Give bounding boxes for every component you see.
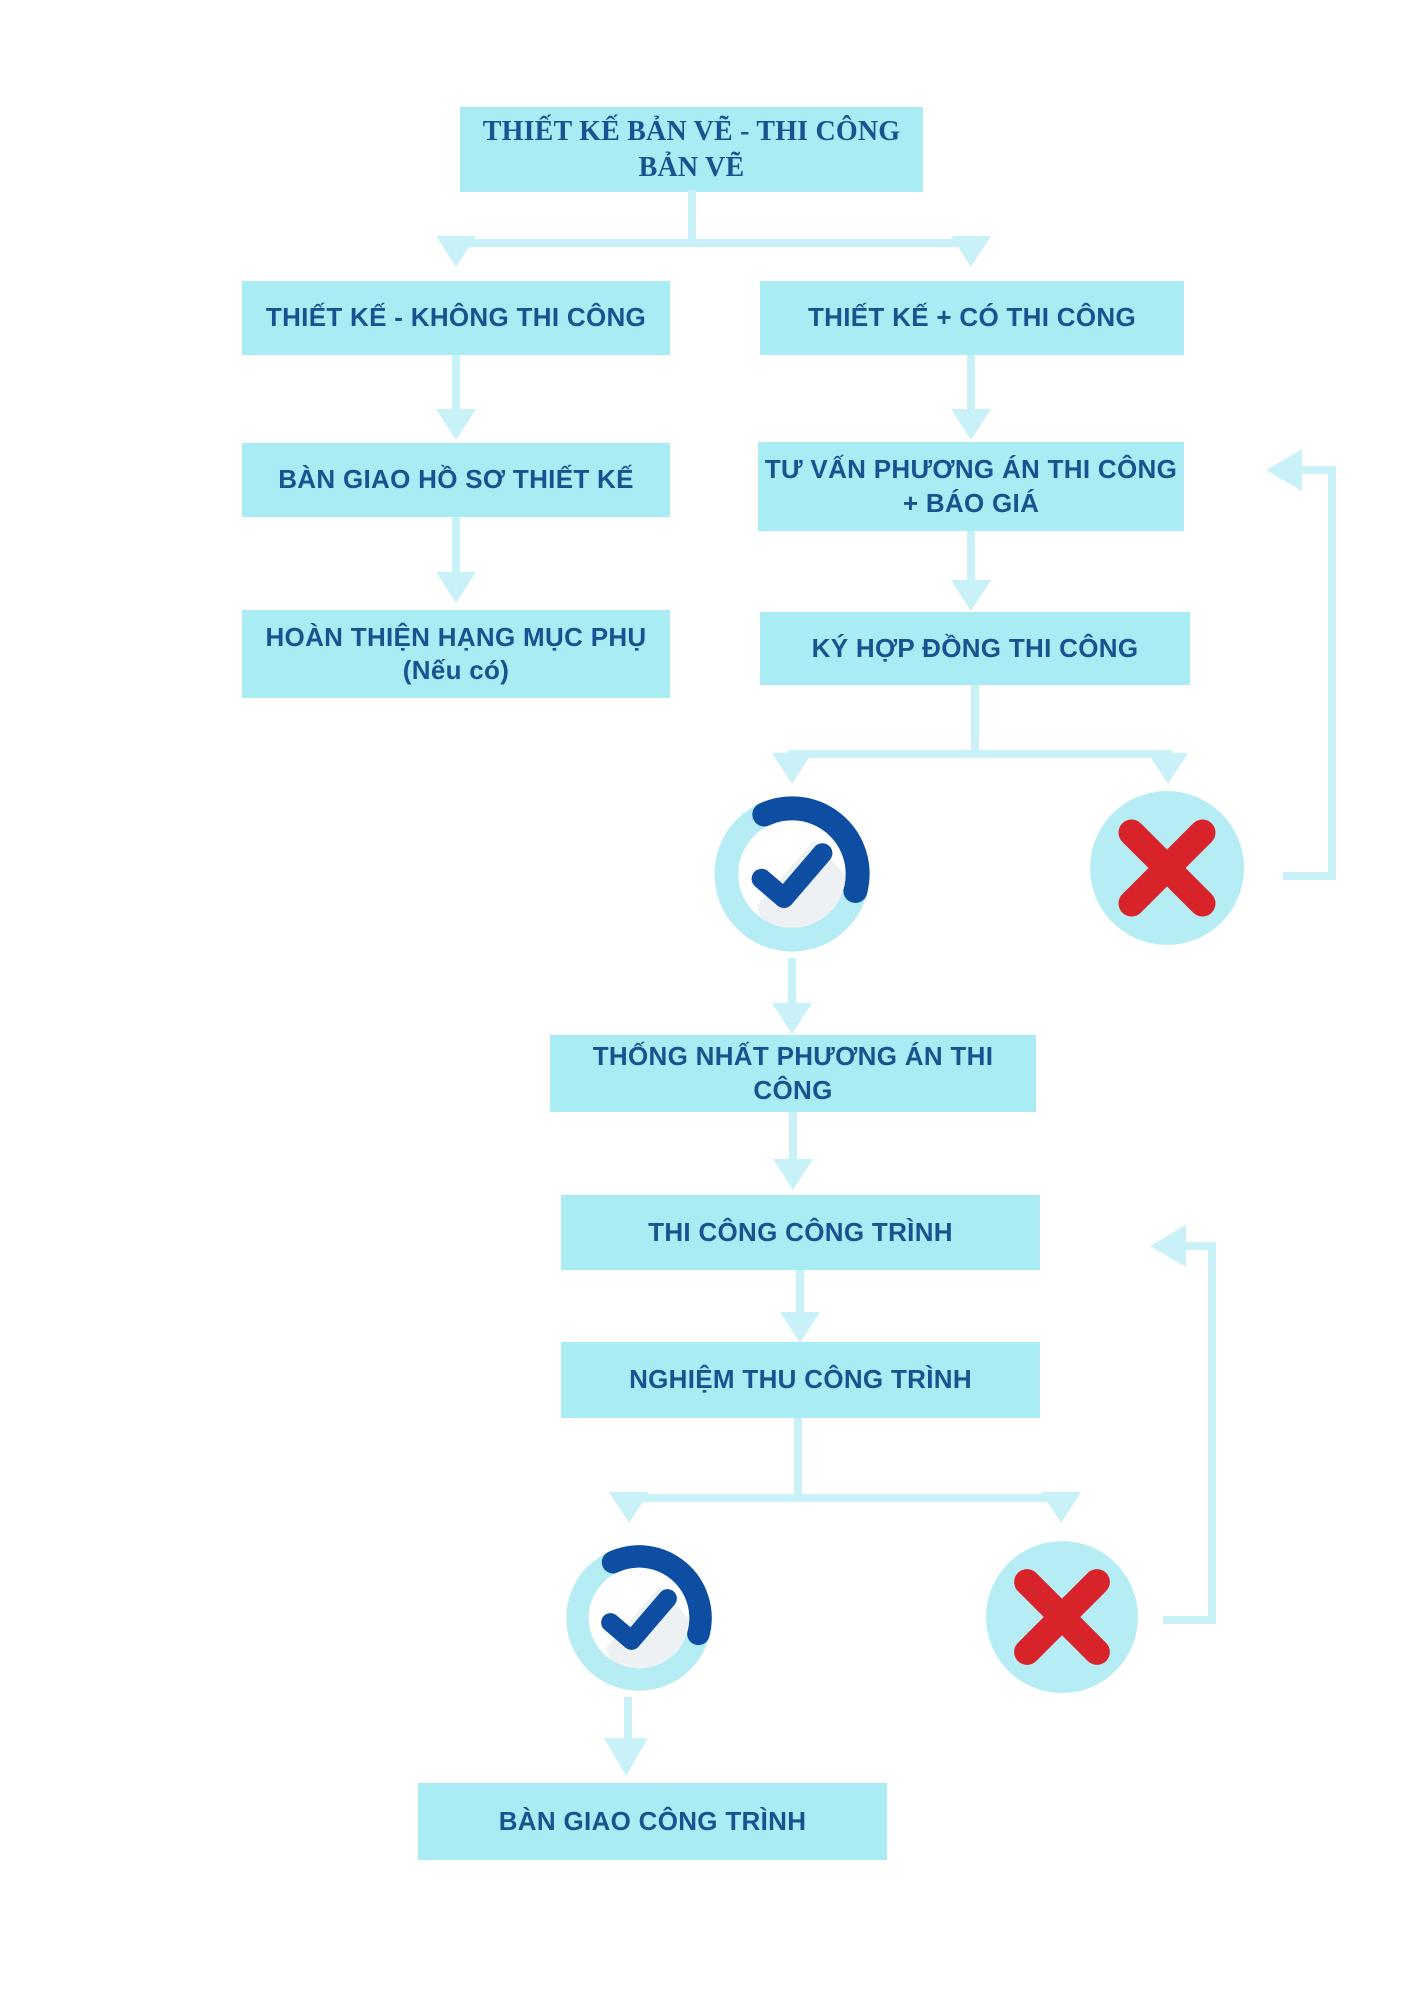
- check-icon: [564, 1543, 714, 1693]
- connector-left-1: [452, 355, 460, 412]
- connector-right-1: [967, 355, 975, 412]
- loop1-vertical-line: [1328, 466, 1336, 880]
- flow-box-agree-plan: THỐNG NHẤT PHƯƠNG ÁN THI CÔNG: [550, 1035, 1036, 1112]
- flow-box-handover-dossier: BÀN GIAO HỒ SƠ THIẾT KẾ: [242, 443, 670, 517]
- arrowhead-loop1: [1266, 449, 1302, 491]
- flow-box-sign-contract-label: KÝ HỢP ĐỒNG THI CÔNG: [811, 632, 1139, 663]
- cross-icon: [986, 1541, 1138, 1693]
- arrowhead-to-design-only: [436, 236, 476, 267]
- arrowhead-to-approve-2: [609, 1492, 649, 1523]
- flow-box-title: THIẾT KẾ BẢN VẼ - THI CÔNG BẢN VẼ: [460, 107, 923, 192]
- flow-box-design-only: THIẾT KẾ - KHÔNG THI CÔNG: [242, 281, 670, 355]
- flow-box-consult-quote-line2: + BÁO GIÁ: [902, 487, 1040, 518]
- flow-box-consult-quote-line1: TƯ VẤN PHƯƠNG ÁN THI CÔNG: [764, 454, 1178, 485]
- arrowhead-loop2: [1150, 1225, 1186, 1267]
- connector-acceptance-split: [625, 1494, 1065, 1502]
- connector-left-2: [452, 517, 460, 575]
- arrowhead-to-agree-plan: [772, 1003, 812, 1034]
- flow-box-construction: THI CÔNG CÔNG TRÌNH: [561, 1195, 1040, 1270]
- connector-title-split: [452, 239, 975, 247]
- connector-title-stub: [688, 190, 696, 243]
- connector-approve2-stub: [624, 1697, 632, 1740]
- flow-box-design-build-label: THIẾT KẾ + CÓ THI CÔNG: [807, 302, 1136, 333]
- flow-box-sign-contract: KÝ HỢP ĐỒNG THI CÔNG: [760, 612, 1190, 685]
- arrowhead-to-approve-1: [772, 753, 812, 784]
- arrowhead-left-1: [436, 409, 476, 440]
- check-icon: [712, 794, 872, 954]
- flow-box-acceptance: NGHIỆM THU CÔNG TRÌNH: [561, 1342, 1040, 1418]
- flow-box-acceptance-label: NGHIỆM THU CÔNG TRÌNH: [629, 1364, 972, 1395]
- flow-box-title-label: THIẾT KẾ BẢN VẼ - THI CÔNG BẢN VẼ: [482, 115, 901, 183]
- loop1-top-line: [1302, 466, 1336, 474]
- loop2-vertical-line: [1208, 1242, 1216, 1624]
- loop2-top-line: [1186, 1242, 1216, 1250]
- connector-contract-stub: [971, 685, 979, 758]
- flow-box-finish-extras-line2: (Nếu có): [402, 655, 510, 685]
- connector-right-2: [967, 531, 975, 583]
- arrowhead-left-2: [436, 572, 476, 603]
- flow-box-finish-extras: HOÀN THIỆN HẠNG MỤC PHỤ (Nếu có): [242, 610, 670, 698]
- flow-box-consult-quote: TƯ VẤN PHƯƠNG ÁN THI CÔNG + BÁO GIÁ: [758, 442, 1184, 531]
- flow-box-handover-project-label: BÀN GIAO CÔNG TRÌNH: [498, 1805, 807, 1836]
- flow-box-handover-dossier-label: BÀN GIAO HỒ SƠ THIẾT KẾ: [278, 464, 634, 495]
- loop2-bottom-line: [1163, 1616, 1216, 1624]
- cross-icon: [1090, 791, 1244, 945]
- arrowhead-to-design-build: [951, 236, 991, 267]
- connector-approve1-stub: [788, 958, 796, 1006]
- flow-box-design-build: THIẾT KẾ + CÓ THI CÔNG: [760, 281, 1184, 355]
- arrowhead-to-handover-project: [604, 1738, 648, 1776]
- flow-box-finish-extras-line1: HOÀN THIỆN HẠNG MỤC PHỤ: [265, 621, 647, 652]
- arrowhead-to-reject-1: [1148, 753, 1188, 784]
- flow-box-design-only-label: THIẾT KẾ - KHÔNG THI CÔNG: [265, 302, 647, 333]
- connector-acceptance-stub: [794, 1418, 802, 1502]
- arrowhead-to-construction: [773, 1159, 813, 1190]
- loop1-bottom-line: [1283, 872, 1336, 880]
- flow-box-agree-plan-label: THỐNG NHẤT PHƯƠNG ÁN THI CÔNG: [592, 1041, 994, 1105]
- connector-construction-stub: [796, 1270, 804, 1315]
- arrowhead-to-reject-2: [1041, 1492, 1081, 1523]
- arrowhead-right-2: [951, 580, 991, 611]
- arrowhead-right-1: [951, 409, 991, 440]
- connector-agree-stub: [789, 1112, 797, 1162]
- arrowhead-to-acceptance: [780, 1312, 820, 1343]
- flow-box-construction-label: THI CÔNG CÔNG TRÌNH: [648, 1216, 953, 1247]
- connector-contract-split: [788, 750, 1172, 758]
- flow-box-handover-project: BÀN GIAO CÔNG TRÌNH: [418, 1783, 887, 1860]
